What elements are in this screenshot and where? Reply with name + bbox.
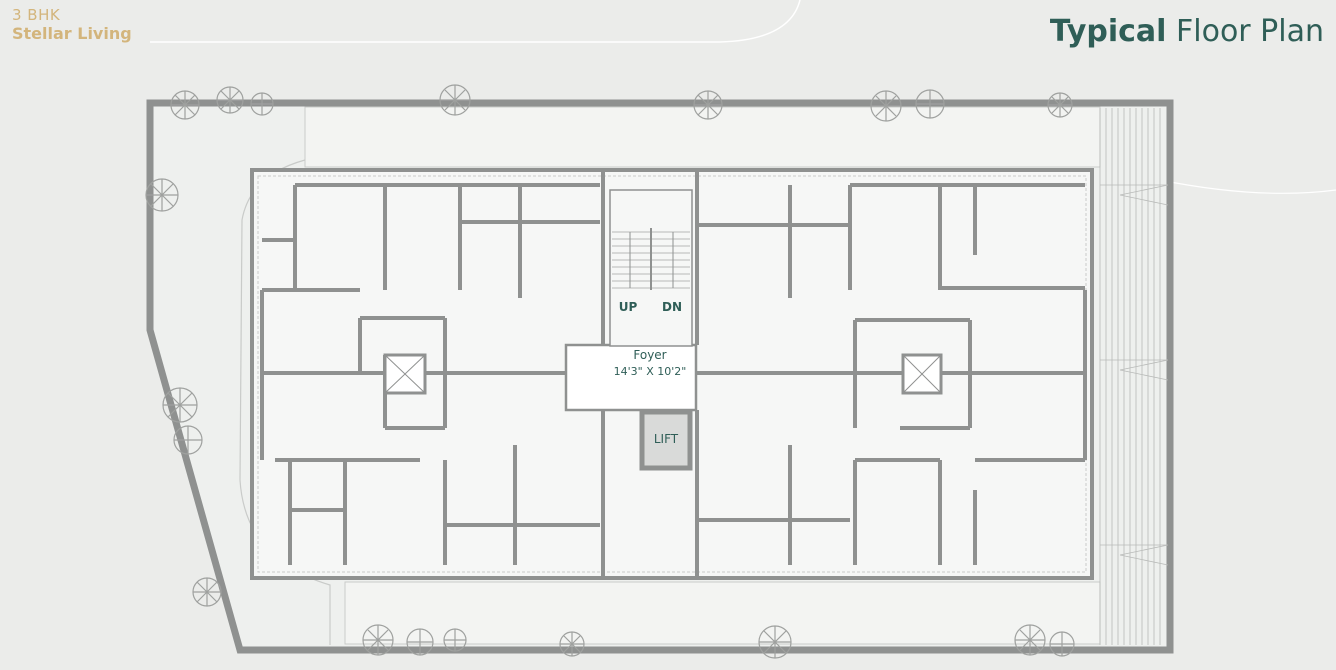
duct-left [383, 353, 427, 395]
paved-area-bottom [344, 581, 1101, 645]
duct-right [901, 353, 943, 395]
lift-label: LIFT [653, 432, 679, 446]
paved-area-top [304, 106, 1101, 168]
interior-walls [260, 170, 1087, 578]
stair-up-label: UP [618, 300, 638, 314]
unit-type-label: 3 BHK [12, 6, 61, 24]
stair-treads [612, 228, 690, 290]
brand-block: 3 BHK Stellar Living [12, 6, 132, 44]
header-curve [150, 0, 801, 43]
lift-shaft [639, 409, 693, 471]
page-title-bold: Typical [1049, 14, 1167, 49]
page-title: Typical Floor Plan [1050, 14, 1324, 50]
foyer-name: Foyer [633, 348, 667, 362]
stair-down-label: DN [661, 300, 682, 314]
ramp-hatch [1099, 108, 1169, 645]
foyer-room [564, 343, 698, 412]
page-title-rest: Floor Plan [1176, 14, 1324, 49]
plant-icons [145, 84, 1075, 659]
side-curve [1159, 179, 1336, 194]
foyer-size: 14'3" X 10'2" [613, 365, 687, 378]
project-name: Stellar Living [12, 24, 132, 43]
